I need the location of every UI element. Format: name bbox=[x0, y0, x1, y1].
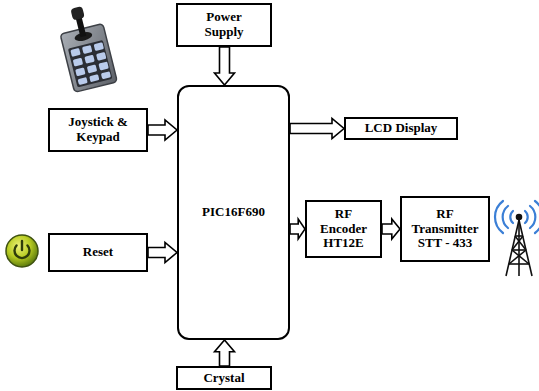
transmitter-box: RF Transmitter STT - 433 bbox=[400, 196, 490, 262]
display-box: LCD Display bbox=[344, 117, 458, 140]
keypad-keys bbox=[70, 42, 111, 85]
block-arrow bbox=[290, 219, 305, 239]
block-arrow bbox=[148, 120, 177, 140]
keypad-panel bbox=[68, 40, 113, 88]
power-button-icon bbox=[6, 235, 38, 267]
block-arrow bbox=[215, 47, 235, 85]
node-label: Reset bbox=[83, 245, 113, 260]
block-arrow bbox=[148, 243, 177, 263]
block-arrow bbox=[290, 119, 344, 139]
encoder-box: RF Encoder HT12E bbox=[305, 200, 382, 258]
input-box: Joystick & Keypad bbox=[48, 108, 148, 152]
node-label: Crystal bbox=[203, 371, 244, 386]
device-body bbox=[60, 23, 117, 92]
reset-box: Reset bbox=[48, 233, 148, 272]
supply-box: Power Supply bbox=[176, 3, 272, 47]
node-label: RF Transmitter STT - 433 bbox=[407, 207, 483, 252]
node-label: RF Encoder HT12E bbox=[315, 207, 373, 252]
crystal-box: Crystal bbox=[176, 366, 272, 390]
joystick-grip bbox=[70, 6, 85, 21]
joystick-keypad-picture bbox=[55, 2, 118, 92]
antenna-tower-icon bbox=[506, 215, 532, 277]
node-label: PIC16F690 bbox=[202, 205, 265, 220]
node-label: LCD Display bbox=[365, 121, 438, 136]
microcontroller-box: PIC16F690 bbox=[177, 85, 290, 340]
node-label: Power Supply bbox=[194, 10, 254, 40]
block-arrow bbox=[215, 340, 235, 366]
block-arrow bbox=[382, 219, 400, 239]
node-label: Joystick & Keypad bbox=[54, 115, 142, 145]
radio-waves bbox=[495, 201, 539, 233]
